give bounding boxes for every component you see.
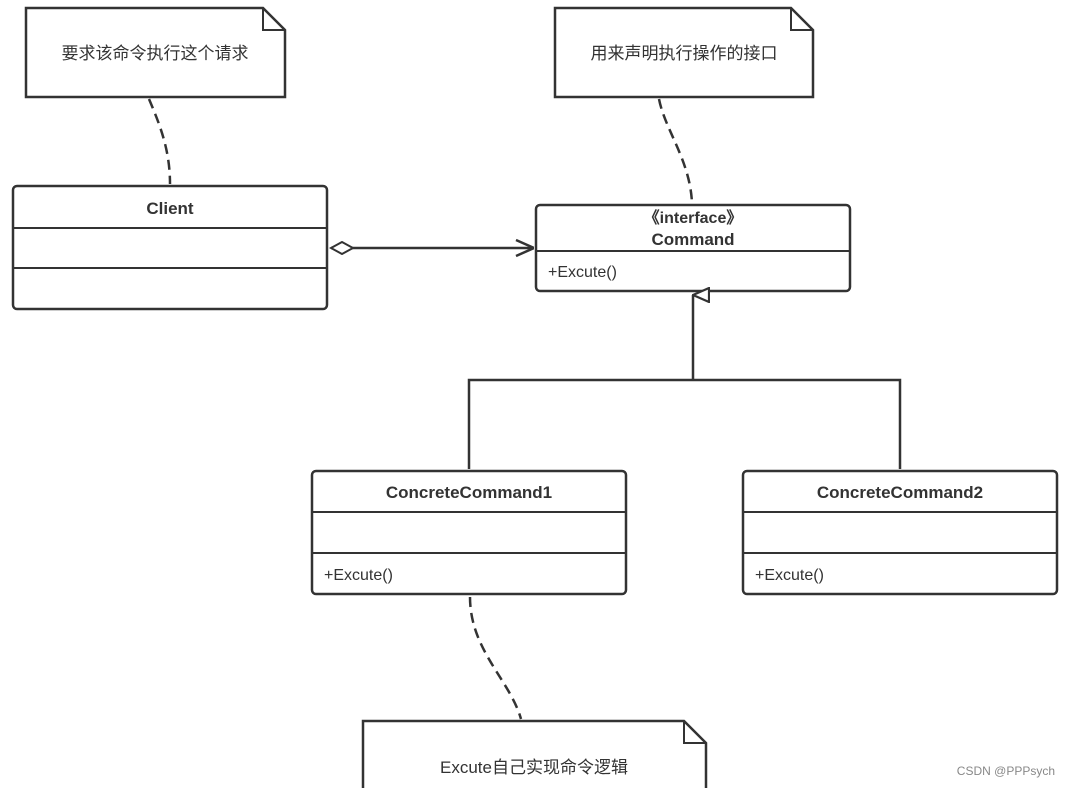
class-command: 《interface》 Command +Excute(): [534, 203, 852, 293]
connector-command-note: [657, 98, 694, 204]
class-client-name: Client: [146, 199, 194, 218]
class-concrete-1-name: ConcreteCommand1: [386, 483, 552, 502]
connector-client-note: [147, 98, 172, 185]
inheritance-tree: [467, 378, 902, 469]
class-concrete-1-method: +Excute(): [324, 567, 393, 584]
note-concrete-text: Excute自己实现命令逻辑: [440, 758, 628, 777]
class-concrete-command-2: ConcreteCommand2 +Excute(): [741, 469, 1059, 596]
note-command-text: 用来声明执行操作的接口: [591, 44, 778, 63]
class-command-method: +Excute(): [548, 264, 617, 281]
note-client: 要求该命令执行这个请求: [24, 6, 287, 99]
class-client: Client: [11, 184, 329, 311]
note-client-text: 要求该命令执行这个请求: [62, 44, 249, 63]
class-concrete-command-1: ConcreteCommand1 +Excute(): [310, 469, 628, 596]
class-command-name: Command: [651, 230, 734, 249]
note-command: 用来声明执行操作的接口: [553, 6, 815, 99]
connector-concrete-note: [468, 596, 523, 720]
class-concrete-2-name: ConcreteCommand2: [817, 483, 983, 502]
class-concrete-2-method: +Excute(): [755, 567, 824, 584]
class-command-stereotype: 《interface》: [644, 209, 743, 227]
note-concrete-command: Excute自己实现命令逻辑: [361, 719, 708, 788]
watermark: CSDN @PPPsych: [956, 764, 1055, 778]
